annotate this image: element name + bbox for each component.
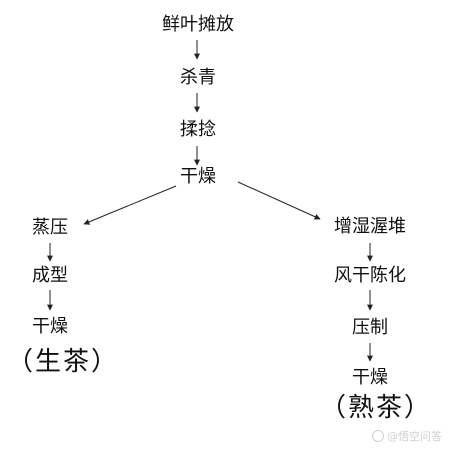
node-shaping: 成型 — [32, 265, 68, 286]
node-drying-raw: 干燥 — [32, 316, 68, 337]
speech-bubble-icon — [372, 430, 384, 442]
ripe-tea-label: （熟茶） — [319, 393, 433, 423]
node-wet-piling: 增湿渥堆 — [334, 216, 406, 237]
watermark: @悟空问答 — [372, 428, 442, 444]
raw-tea-label: （生茶） — [6, 347, 120, 377]
node-rolling: 揉捻 — [180, 119, 216, 140]
node-fixing: 杀青 — [180, 67, 216, 88]
arrow-drying-to-piling — [237, 181, 321, 220]
node-fresh-leaf-spreading: 鲜叶摊放 — [162, 14, 234, 35]
node-drying-main: 干燥 — [180, 166, 216, 187]
node-steaming-pressing: 蒸压 — [32, 217, 68, 238]
arrow-drying-to-steaming — [83, 185, 177, 225]
node-pressing: 压制 — [352, 317, 388, 338]
node-drying-ripe: 干燥 — [352, 367, 388, 388]
node-air-drying-aging: 风干陈化 — [334, 265, 406, 286]
watermark-text: @悟空问答 — [387, 430, 442, 443]
